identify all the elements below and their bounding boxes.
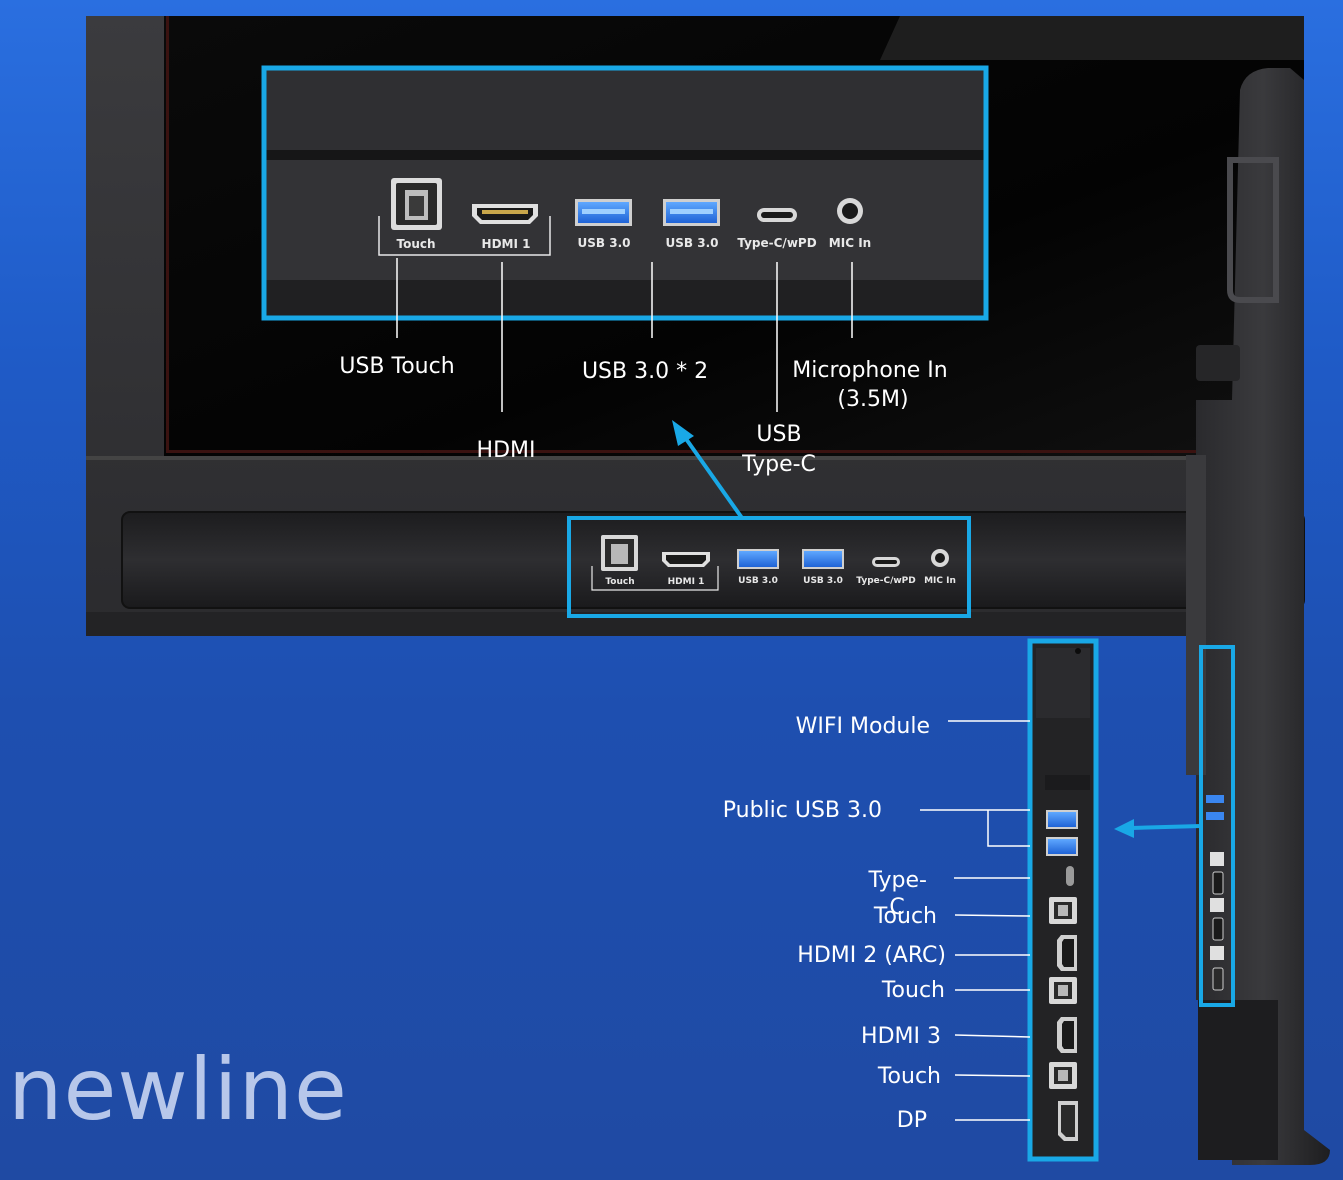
callout-dp: DP bbox=[896, 1108, 927, 1133]
side-touch-3 bbox=[1210, 946, 1224, 960]
front-leader-lines bbox=[396, 258, 853, 412]
side-knob bbox=[1196, 345, 1240, 381]
side-zoom-touch-2 bbox=[1049, 977, 1077, 1004]
zoom-hdmi1-label: HDMI 1 bbox=[481, 237, 531, 251]
leader-touch-3 bbox=[954, 1074, 1031, 1077]
callout-hdmi-2: HDMI 2 (ARC) bbox=[797, 943, 946, 968]
side-body bbox=[1196, 68, 1330, 1165]
newline-logo: newline bbox=[8, 1040, 348, 1140]
callout-mic-1: Microphone In bbox=[792, 358, 948, 383]
side-zoom-panel bbox=[1027, 638, 1099, 1162]
side-zoom-cover bbox=[1045, 775, 1090, 790]
zoom-touch-label: Touch bbox=[396, 237, 436, 251]
side-handle bbox=[1227, 157, 1279, 303]
screen-bottom-accent bbox=[166, 450, 1304, 453]
side-touch-1 bbox=[1210, 852, 1224, 866]
front-touch-hdmi-bracket bbox=[591, 566, 719, 591]
side-zoom-wifi-slot bbox=[1036, 648, 1090, 718]
front-typec-label: Type-C/wPD bbox=[856, 576, 916, 586]
zoom-touch-hdmi-bracket bbox=[378, 216, 551, 256]
zoom-panel-highlight bbox=[261, 65, 989, 321]
front-mic-port bbox=[931, 549, 949, 567]
zoom-usb3-b-label: USB 3.0 bbox=[665, 236, 719, 250]
callout-typec-1: Type- bbox=[868, 868, 927, 893]
side-zoom-hdmi-2 bbox=[1057, 935, 1077, 971]
bezel-highlight bbox=[86, 456, 1304, 460]
leader-hdmi-3 bbox=[954, 1034, 1031, 1038]
side-leader-lines bbox=[920, 720, 1031, 1121]
side-zoom-highlight bbox=[1027, 638, 1099, 1162]
front-touch-label: Touch bbox=[605, 577, 635, 587]
callout-usb-touch: USB Touch bbox=[339, 354, 455, 379]
zoom-panel-groove bbox=[264, 150, 986, 160]
zoom-typec-port bbox=[757, 208, 797, 222]
screen-edge-accent bbox=[166, 16, 169, 452]
side-zoom-typec bbox=[1066, 866, 1074, 886]
screen-glare bbox=[880, 16, 1304, 60]
side-zoom-usb3-a bbox=[1046, 810, 1078, 829]
front-port-strip bbox=[121, 511, 1305, 609]
zoom-usb3-a-label: USB 3.0 bbox=[577, 236, 631, 250]
zoom-panel bbox=[261, 65, 989, 321]
front-usb3-port-b bbox=[802, 549, 844, 569]
front-touch-port bbox=[601, 535, 638, 571]
side-zoom-touch-1 bbox=[1049, 897, 1077, 924]
zoom-mic-port bbox=[837, 198, 863, 224]
callout-touch-2: Touch bbox=[881, 978, 945, 1003]
side-zoom-screw bbox=[1075, 648, 1081, 654]
callout-usb3x2: USB 3.0 * 2 bbox=[581, 359, 709, 384]
zoom-touch-port bbox=[391, 178, 442, 230]
side-touch-2 bbox=[1210, 898, 1224, 912]
leader-touch-1 bbox=[954, 914, 1031, 917]
callout-hdmi-3: HDMI 3 bbox=[861, 1024, 941, 1049]
front-mic-label: MIC In bbox=[924, 576, 956, 586]
zoom-panel-top bbox=[264, 68, 986, 150]
zoom-panel-bottom bbox=[264, 280, 986, 318]
callout-usb-typec-1: USB bbox=[756, 422, 802, 447]
callout-touch-3: Touch bbox=[877, 1064, 941, 1089]
side-zoom-dp bbox=[1058, 1101, 1078, 1141]
front-typec-port bbox=[872, 557, 900, 567]
front-hdmi-port bbox=[662, 552, 710, 567]
callout-mic-2: (3.5M) bbox=[837, 387, 909, 412]
side-hdmi-2 bbox=[1212, 871, 1224, 895]
callout-usb-typec-2: Type-C bbox=[742, 452, 816, 477]
front-usb3-b-label: USB 3.0 bbox=[803, 576, 843, 586]
callout-touch-1: Touch bbox=[873, 904, 937, 929]
display-side-view bbox=[1186, 68, 1330, 1165]
callout-typec-2: C bbox=[889, 895, 905, 920]
front-strip-highlight bbox=[567, 516, 971, 618]
callout-public-usb: Public USB 3.0 bbox=[722, 798, 882, 823]
zoom-usb3-port-b bbox=[663, 199, 720, 226]
zoom-usb3-port-a bbox=[575, 199, 632, 226]
callout-wifi: WIFI Module bbox=[795, 714, 930, 739]
front-hdmi1-label: HDMI 1 bbox=[667, 577, 705, 587]
side-usb-a bbox=[1206, 795, 1224, 803]
front-strip-ports bbox=[567, 516, 971, 618]
side-arrow bbox=[1114, 819, 1202, 838]
zoom-arrow bbox=[672, 420, 744, 520]
side-zoom-touch-3 bbox=[1049, 1062, 1077, 1089]
side-dp bbox=[1212, 967, 1224, 991]
front-usb3-a-label: USB 3.0 bbox=[738, 576, 778, 586]
side-zoom-hdmi-3 bbox=[1057, 1017, 1077, 1053]
side-zoom-usb3-b bbox=[1046, 837, 1078, 856]
callout-hdmi: HDMI bbox=[476, 438, 536, 463]
side-usb-b bbox=[1206, 812, 1224, 820]
side-foot bbox=[1198, 1000, 1278, 1160]
zoom-hdmi-port bbox=[472, 204, 538, 224]
leader-public-usb-branch bbox=[987, 810, 1030, 847]
front-usb3-port-a bbox=[737, 549, 779, 569]
side-hdmi-3 bbox=[1212, 917, 1224, 941]
zoom-mic-label: MIC In bbox=[828, 236, 872, 250]
zoom-typec-label: Type-C/wPD bbox=[737, 236, 817, 250]
